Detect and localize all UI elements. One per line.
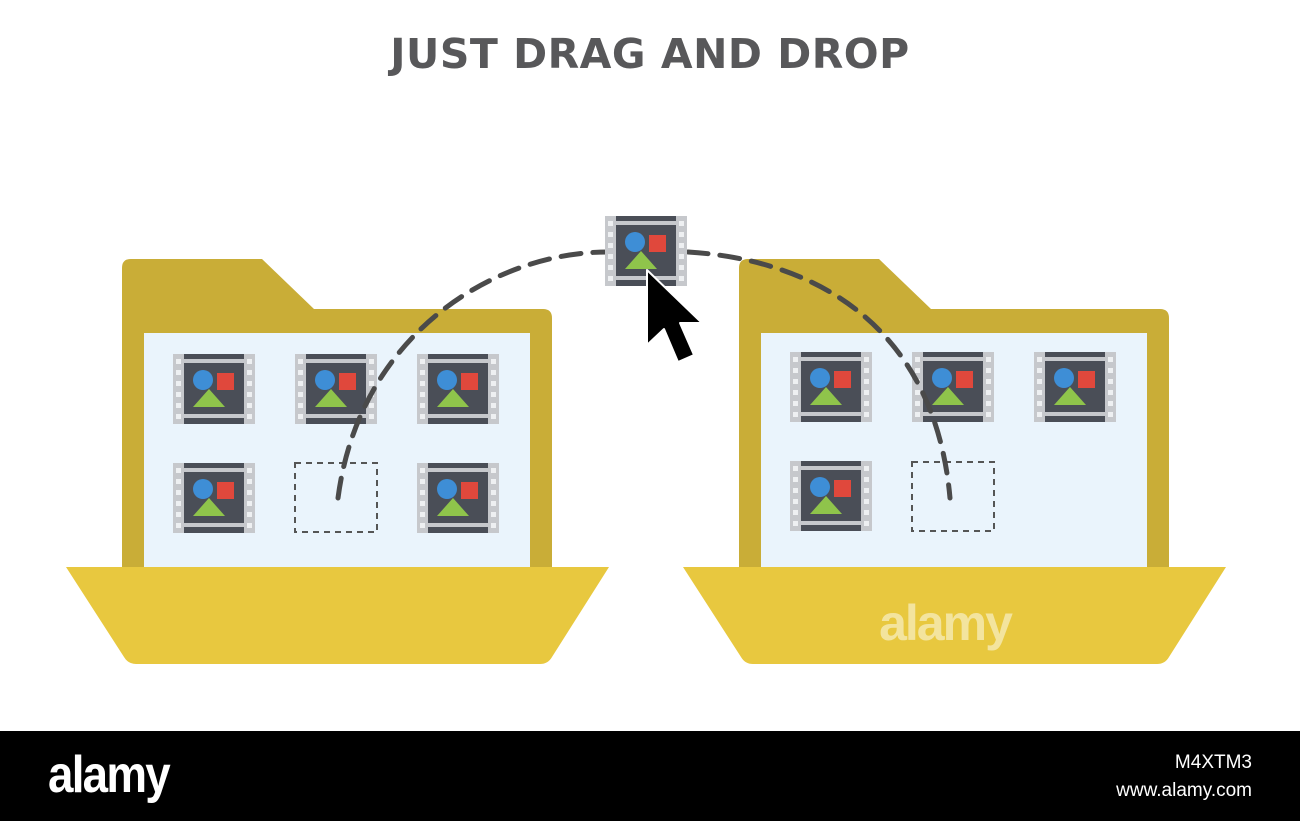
watermark-bar: alamy M4XTM3 www.alamy.com [0, 731, 1300, 821]
destination-empty-slot [911, 461, 995, 532]
destination-file-1[interactable] [790, 352, 872, 422]
source-file-1[interactable] [173, 354, 255, 424]
drop-path [685, 249, 953, 501]
source-file-2[interactable] [295, 354, 377, 424]
destination-file-4[interactable] [790, 461, 872, 531]
watermark-url[interactable]: www.alamy.com [1116, 780, 1252, 801]
destination-folder-front [683, 567, 1226, 664]
source-file-5[interactable] [417, 463, 499, 533]
watermark-info: M4XTM3 www.alamy.com [1116, 749, 1252, 805]
drag-path [335, 249, 615, 501]
source-folder-front [66, 567, 609, 664]
destination-file-2[interactable] [912, 352, 994, 422]
source-file-3[interactable] [417, 354, 499, 424]
page-title: JUST DRAG AND DROP [390, 30, 910, 78]
mouse-pointer-icon [646, 269, 703, 363]
illustration-canvas: alamy [66, 216, 1226, 664]
source-empty-slot [294, 462, 378, 533]
destination-file-3[interactable] [1034, 352, 1116, 422]
source-file-4[interactable] [173, 463, 255, 533]
image-code: M4XTM3 [1174, 752, 1252, 773]
watermark-logo: alamy [48, 746, 171, 804]
destination-folder: alamy [683, 259, 1226, 664]
folder-watermark-text: alamy [879, 595, 1013, 651]
source-folder [66, 259, 609, 664]
